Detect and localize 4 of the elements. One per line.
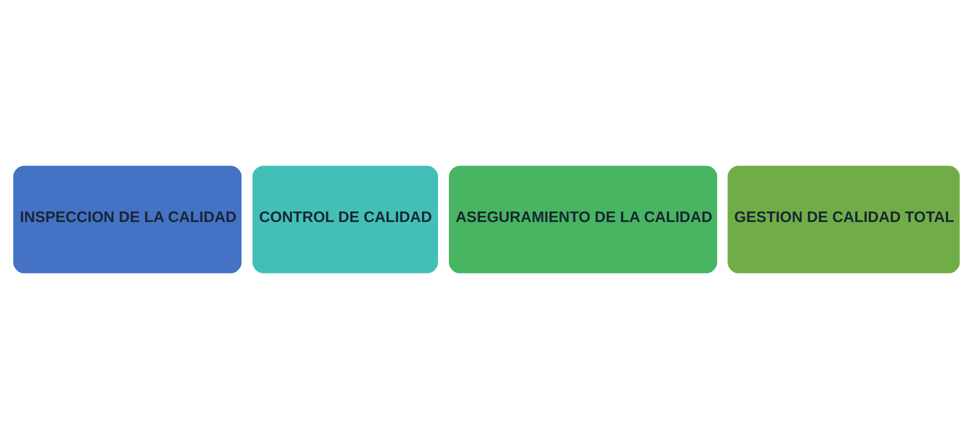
node-box: INSPECCION DE LA CALIDAD bbox=[11, 164, 244, 276]
node-box: ASEGURAMIENTO DE LA CALIDAD bbox=[447, 164, 720, 276]
node-box: CONTROL DE CALIDAD bbox=[250, 164, 440, 276]
node-box: GESTION DE CALIDAD TOTAL bbox=[726, 164, 962, 276]
